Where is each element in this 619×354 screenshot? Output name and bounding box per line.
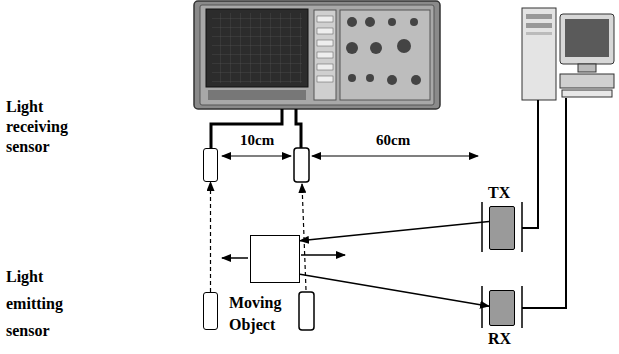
motion-arrow [301, 254, 345, 256]
connector-arrow [300, 274, 489, 306]
motion-arrow [222, 257, 248, 259]
connector-arrow [210, 182, 211, 292]
node-label: Light emitting sensor [6, 263, 98, 344]
emitting-sensor: Light emitting sensor [203, 292, 218, 330]
oscilloscope [194, 1, 440, 109]
dimension-arrow [312, 155, 478, 156]
receiving-sensor [294, 148, 309, 182]
node-label: RX [488, 329, 528, 349]
receiving-sensor: Light receiving sensor [203, 148, 218, 182]
dimension-label: 10cm [238, 132, 276, 149]
pc-wires [522, 98, 566, 308]
dimension-arrow [222, 155, 291, 156]
scope-cables [211, 109, 301, 148]
dimension-label: 60cm [374, 132, 412, 149]
connector-arrow [300, 221, 489, 240]
emitting-sensor [299, 292, 314, 330]
computer [522, 8, 614, 100]
node-label: TX [488, 183, 528, 203]
node-label: Light receiving sensor [6, 97, 98, 157]
node-label: Moving Object [229, 292, 309, 336]
moving-object: Moving Object [250, 235, 300, 283]
tx-antenna: TX [489, 206, 515, 250]
rx-antenna: RX [489, 290, 515, 326]
